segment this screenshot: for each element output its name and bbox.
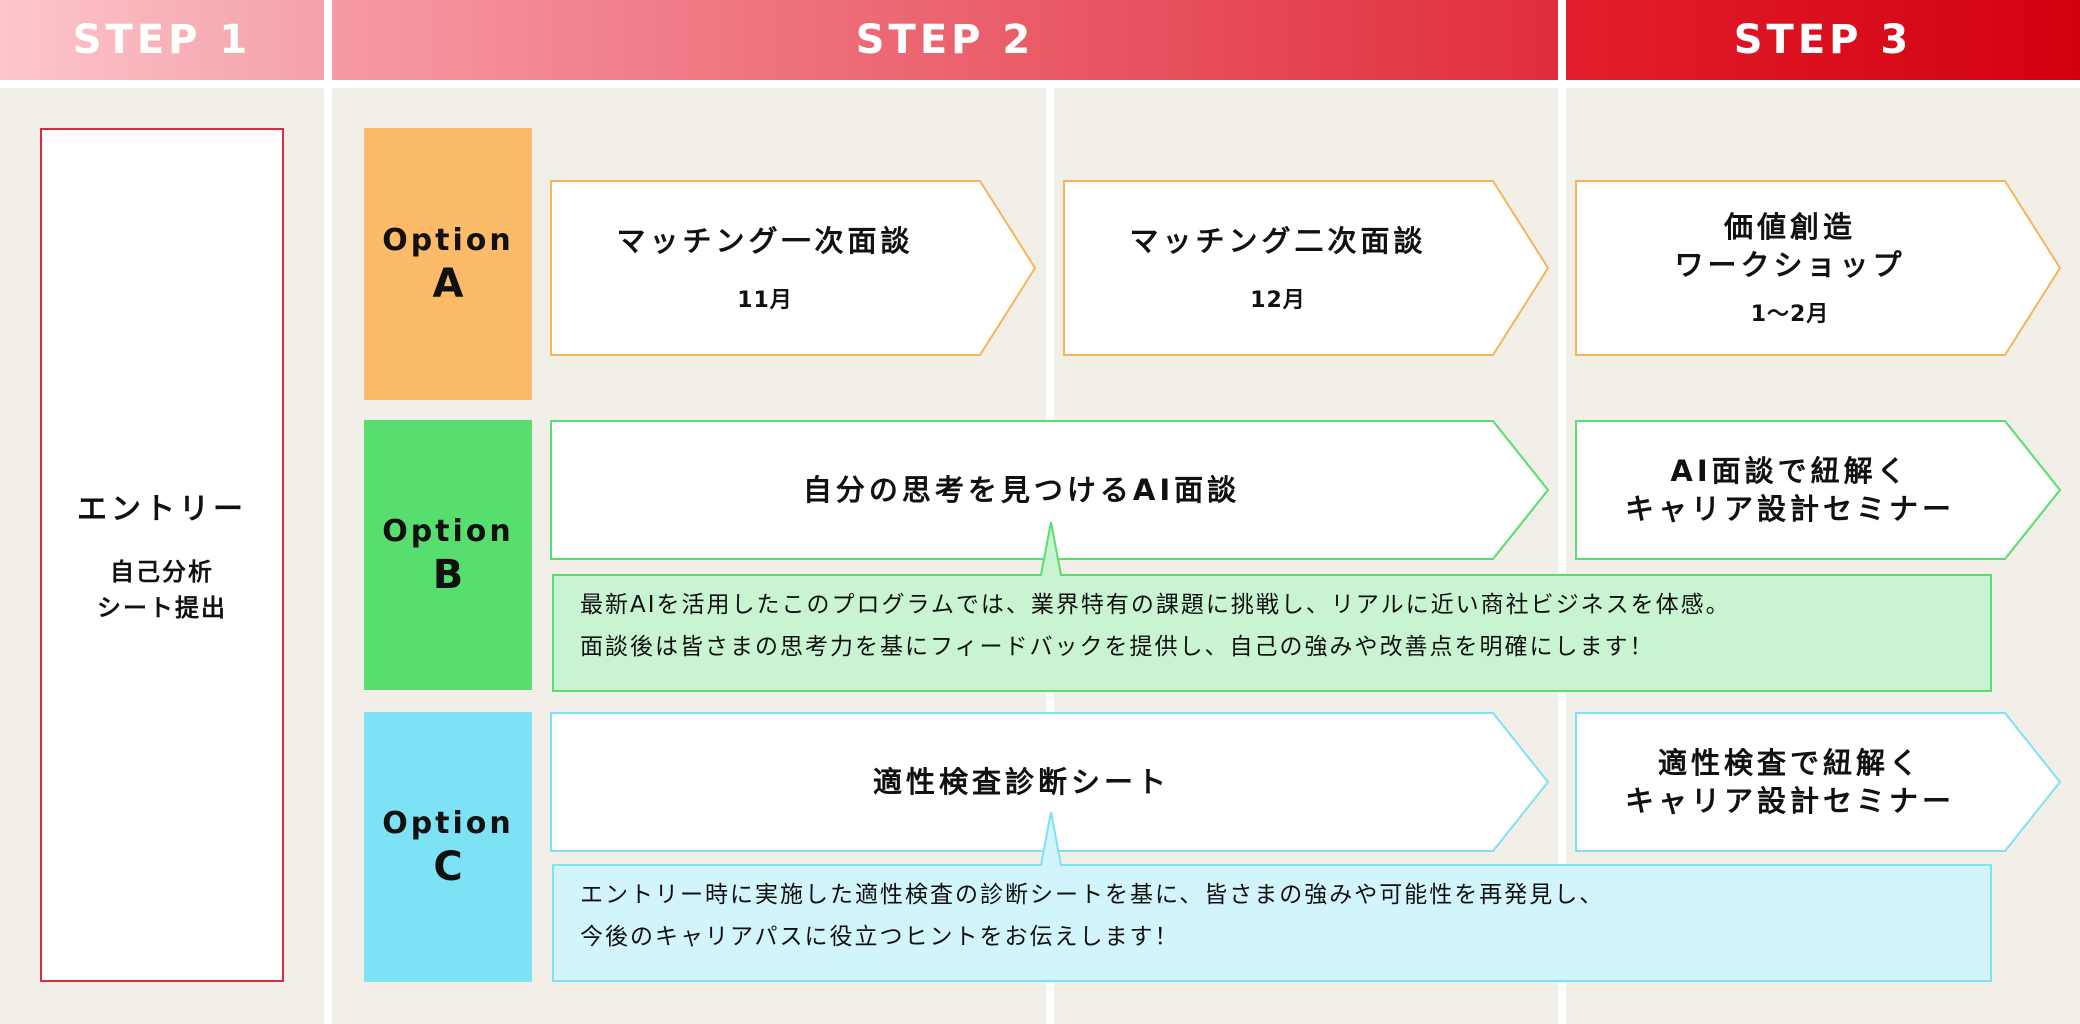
step3-label: STEP 3 bbox=[1733, 17, 1913, 63]
option-a-letter: A bbox=[432, 260, 464, 307]
option-b-note-1: 最新AIを活用したこのプログラムでは、業界特有の課題に挑戦し、リアルに近い商社ビ… bbox=[580, 592, 1731, 618]
first-interview-title: マッチング一次面談 bbox=[616, 224, 914, 258]
b-seminar-title-2: キャリア設計セミナー bbox=[1624, 492, 1955, 526]
b-seminar-title-1: AI面談で紐解く bbox=[1670, 454, 1910, 488]
option-a-label: Option A bbox=[364, 128, 532, 400]
workshop-title-1: 価値創造 bbox=[1723, 210, 1856, 244]
option-c-label: Option C bbox=[364, 712, 532, 982]
step2-label: STEP 2 bbox=[855, 17, 1035, 63]
second-interview-month: 12月 bbox=[1250, 288, 1306, 313]
option-b-label: Option B bbox=[364, 420, 532, 690]
option-c-description: エントリー時に実施した適性検査の診断シートを基に、皆さまの強みや可能性を再発見し… bbox=[552, 811, 1992, 982]
step1-label: STEP 1 bbox=[72, 17, 252, 63]
option-b-word: Option bbox=[382, 513, 514, 549]
option-b-seminar-arrow: AI面談で紐解く キャリア設計セミナー bbox=[1575, 420, 2062, 560]
step1-header: STEP 1 bbox=[0, 0, 324, 80]
c-seminar-title-2: キャリア設計セミナー bbox=[1624, 784, 1955, 818]
option-a-first-interview-arrow: マッチング一次面談 11月 bbox=[550, 180, 1037, 356]
entry-sub-1: 自己分析 bbox=[110, 558, 214, 586]
second-interview-title: マッチング二次面談 bbox=[1129, 224, 1427, 258]
workshop-month: 1〜2月 bbox=[1750, 302, 1830, 327]
option-a-second-interview-arrow: マッチング二次面談 12月 bbox=[1063, 180, 1550, 356]
option-b-note-2: 面談後は皆さまの思考力を基にフィードバックを提供し、自己の強みや改善点を明確にし… bbox=[580, 634, 1655, 660]
workshop-title-2: ワークショップ bbox=[1674, 248, 1906, 282]
option-a-word: Option bbox=[382, 222, 514, 258]
option-c-note-1: エントリー時に実施した適性検査の診断シートを基に、皆さまの強みや可能性を再発見し… bbox=[580, 882, 1605, 908]
ai-interview-title: 自分の思考を見つけるAI面談 bbox=[802, 473, 1241, 507]
option-c-letter: C bbox=[433, 843, 463, 890]
option-c-seminar-arrow: 適性検査で紐解く キャリア設計セミナー bbox=[1575, 712, 2062, 852]
option-a-workshop-arrow: 価値創造 ワークショップ 1〜2月 bbox=[1575, 180, 2062, 356]
entry-title: エントリー bbox=[77, 492, 247, 527]
aptitude-title: 適性検査診断シート bbox=[872, 765, 1170, 799]
entry-sub-2: シート提出 bbox=[97, 594, 227, 622]
option-c-aptitude-arrow: 適性検査診断シート bbox=[550, 712, 1550, 852]
entry-box: エントリー 自己分析 シート提出 bbox=[40, 128, 284, 982]
first-interview-month: 11月 bbox=[737, 288, 793, 313]
option-b-description: 最新AIを活用したこのプログラムでは、業界特有の課題に挑戦し、リアルに近い商社ビ… bbox=[552, 521, 1992, 692]
option-c-note-2: 今後のキャリアパスに役立つヒントをお伝えします！ bbox=[580, 924, 1180, 950]
step2-header: STEP 2 bbox=[332, 0, 1558, 80]
option-b-letter: B bbox=[432, 551, 464, 598]
step3-header: STEP 3 bbox=[1566, 0, 2080, 80]
option-b-ai-interview-arrow: 自分の思考を見つけるAI面談 bbox=[550, 420, 1550, 560]
c-seminar-title-1: 適性検査で紐解く bbox=[1657, 746, 1922, 780]
option-c-word: Option bbox=[382, 805, 514, 841]
